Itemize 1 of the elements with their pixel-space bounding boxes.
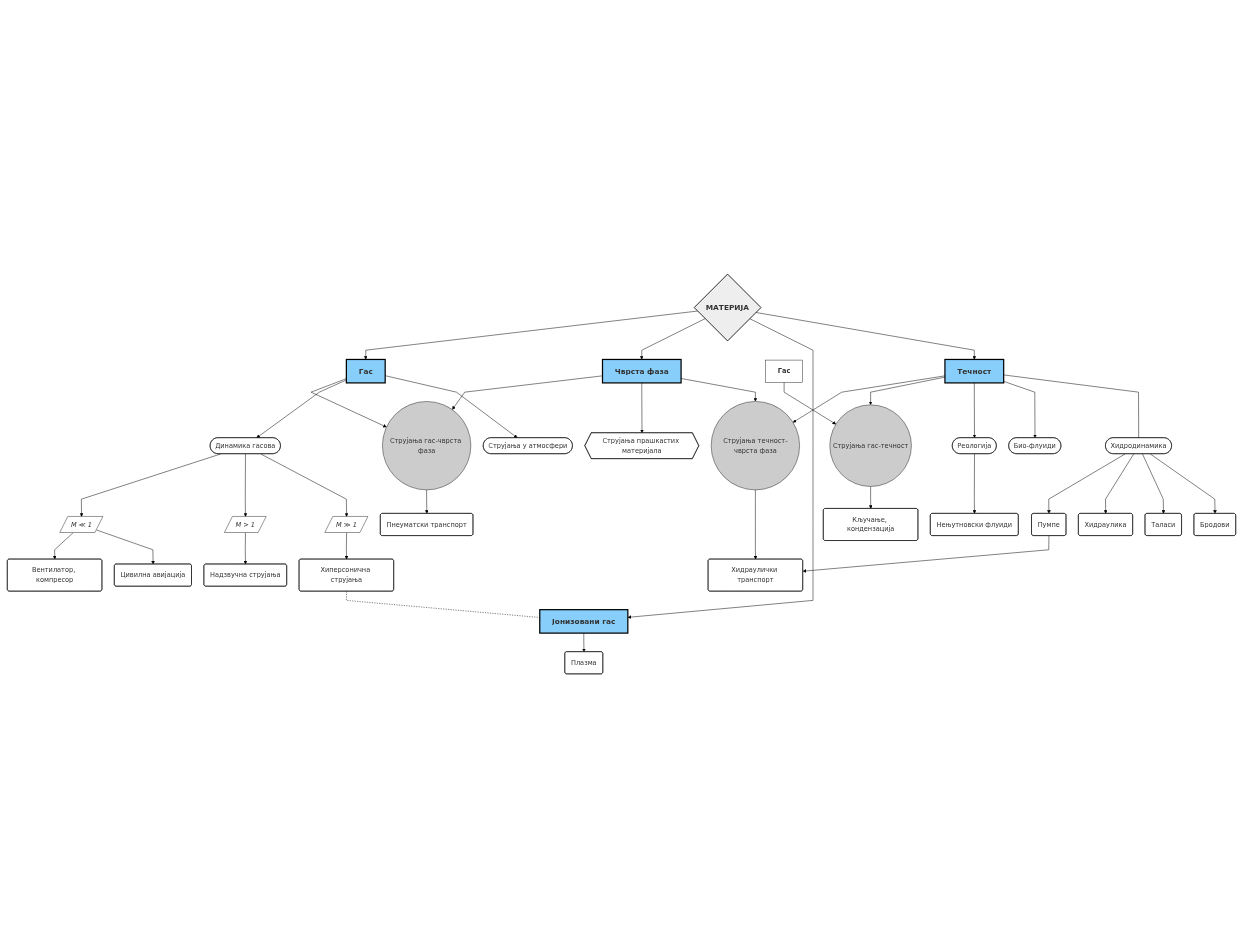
connector (346, 590, 540, 618)
